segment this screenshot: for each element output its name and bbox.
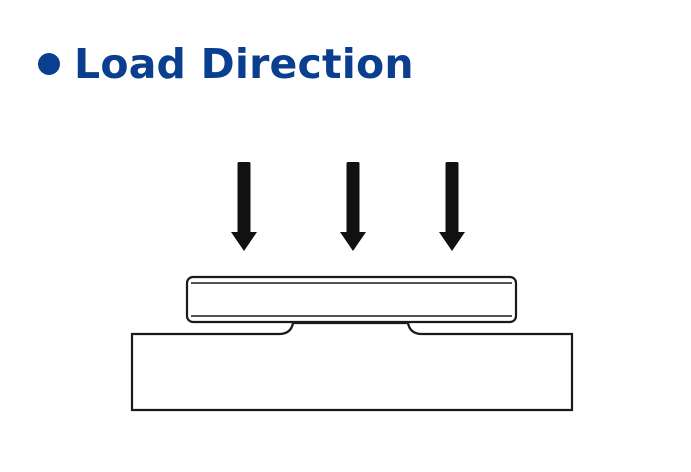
base-block [130, 321, 574, 412]
down-arrow-icon [231, 162, 257, 251]
load-plate [185, 275, 518, 324]
heading-title: Load Direction [74, 39, 414, 88]
down-arrow-icon [439, 162, 465, 251]
bullet-icon [38, 53, 60, 75]
section-heading: Load Direction [38, 32, 414, 96]
down-arrow-icon [340, 162, 366, 251]
